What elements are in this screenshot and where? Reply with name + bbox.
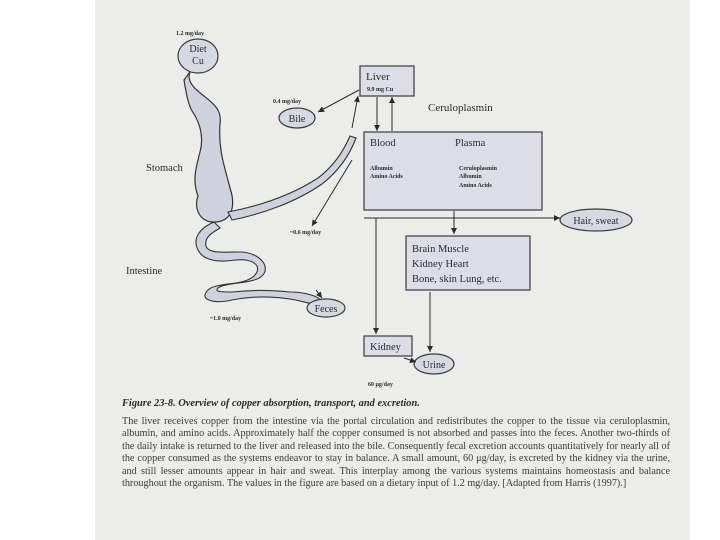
- liver-box: [359, 65, 415, 97]
- tissues-line: Brain Muscle: [412, 244, 469, 255]
- stomach-label: Stomach: [146, 163, 183, 174]
- urine-label: Urine: [423, 360, 446, 371]
- urine-node: [413, 353, 455, 375]
- plasma-item: Amino Acids: [459, 183, 493, 189]
- figure-description: The liver receives copper from the intes…: [122, 416, 670, 490]
- diet-label: Diet: [189, 44, 206, 55]
- bile-node: [278, 107, 316, 129]
- blood-label: Blood: [370, 138, 396, 149]
- tissues-box: [405, 235, 531, 291]
- tissues-line: Bone, skin Lung, etc.: [412, 274, 502, 285]
- plasma-item: Ceruloplasmin: [459, 166, 498, 172]
- kidney-label: Kidney: [370, 342, 402, 353]
- feces-amount: ~1.0 mg/day: [210, 316, 241, 322]
- bile-label: Bile: [289, 114, 306, 125]
- blood-to-gut-arrow: [311, 159, 353, 227]
- portal-amount: ~0.6 mg/day: [290, 230, 321, 236]
- figure-caption: Figure 23-8. Overview of copper absorpti…: [122, 398, 420, 409]
- gut-to-feces-arrow: [315, 289, 323, 299]
- blood-item: Albumin: [370, 166, 393, 172]
- liver-label: Liver: [366, 71, 390, 83]
- portal-to-liver-arrow: [351, 95, 360, 129]
- flow-arrows: [311, 89, 560, 363]
- hair-sweat-label: Hair, sweat: [573, 216, 618, 227]
- diet-cu-label: Cu: [192, 56, 204, 67]
- feces-node: [306, 298, 346, 318]
- plasma-label: Plasma: [455, 138, 486, 149]
- feces-label: Feces: [315, 304, 338, 315]
- plasma-item: Albumin: [459, 174, 482, 180]
- portal-vessel: [227, 135, 357, 221]
- blood-item: Amino Acids: [370, 174, 404, 180]
- intestine-label: Intestine: [126, 266, 162, 277]
- kidney-box: [363, 335, 413, 357]
- diet-amount: 1.2 mg/day: [176, 31, 204, 37]
- stomach-shape: [183, 71, 234, 223]
- liver-amount: 9.9 mg Cu: [367, 87, 394, 93]
- liver-to-bile-arrow: [317, 89, 360, 113]
- ceruloplasmin-label: Ceruloplasmin: [428, 102, 493, 114]
- hair-sweat-node: [559, 208, 633, 232]
- tissues-line: Kidney Heart: [412, 259, 469, 270]
- blood-plasma-box: [363, 131, 543, 211]
- kidney-to-urine-arrow: [403, 357, 417, 363]
- diet-node: [177, 38, 219, 74]
- urine-amount: 60 μg/day: [368, 382, 393, 388]
- bile-amount: 0.4 mg/day: [273, 99, 301, 105]
